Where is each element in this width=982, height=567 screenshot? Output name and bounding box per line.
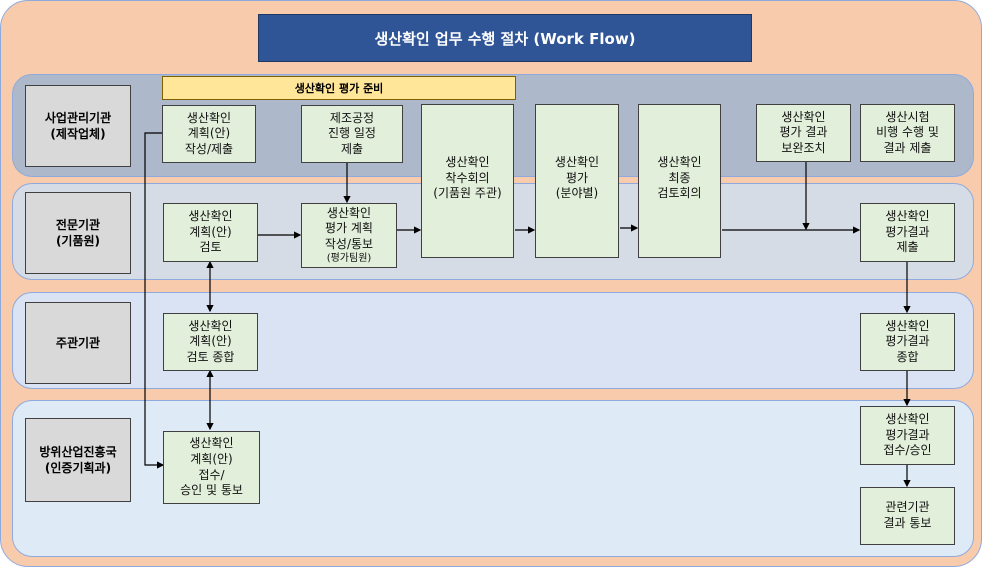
box-result-submit: 생산확인 평가결과 제출: [860, 203, 955, 262]
box-plan-write: 생산확인 계획(안) 작성/제출: [162, 105, 256, 163]
lane-label-business: 사업관리기관 (제작업체): [25, 85, 131, 167]
box-kickoff: 생산확인 착수회의 (기품원 주관): [421, 104, 514, 258]
box-notify: 관련기관 결과 통보: [860, 487, 955, 545]
lane-label-expert: 전문기관 (기품원): [25, 192, 131, 274]
diagram-title: 생산확인 업무 수행 절차 (Work Flow): [258, 14, 752, 62]
box-final-review: 생산확인 최종 검토회의: [638, 104, 721, 258]
lane-label-supervisor: 주관기관: [25, 302, 131, 384]
box-result-consolidate: 생산확인 평가결과 종합: [860, 313, 955, 371]
box-evaluation: 생산확인 평가 (분야별): [535, 104, 619, 258]
box-plan-consolidate: 생산확인 계획(안) 검토 종합: [163, 313, 258, 371]
box-flight-test: 생산시험 비행 수행 및 결과 제출: [860, 104, 955, 162]
box-plan-approve: 생산확인 계획(안) 접수/ 승인 및 통보: [163, 431, 260, 504]
eval-plan-text: 생산확인 평가 계획 작성/통보: [324, 205, 374, 251]
box-plan-review: 생산확인 계획(안) 검토: [163, 203, 258, 262]
box-eval-plan: 생산확인 평가 계획 작성/통보 (평가팀원): [301, 203, 397, 268]
prep-banner: 생산확인 평가 준비: [162, 76, 516, 100]
box-mfg-schedule: 제조공정 진행 일정 제출: [301, 105, 403, 163]
box-result-approve: 생산확인 평가결과 접수/승인: [860, 406, 955, 465]
eval-plan-subtext: (평가팀원): [326, 253, 372, 265]
lane-label-defense-agency: 방위산업진흥국 (인증기획과): [25, 418, 131, 502]
box-supplement: 생산확인 평가 결과 보완조치: [756, 104, 851, 162]
